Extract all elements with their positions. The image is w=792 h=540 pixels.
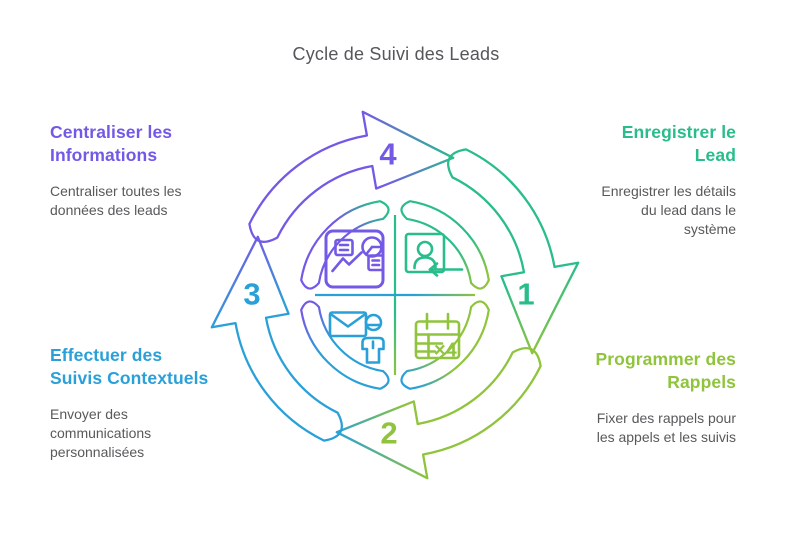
communication-icon xyxy=(328,311,385,364)
step-number-2: 2 xyxy=(380,415,398,451)
diagram-title: Cycle de Suivi des Leads xyxy=(292,44,500,64)
cycle-arrow-segment-2 xyxy=(335,347,542,480)
step-description-1: Enregistrer les détails du lead dans le … xyxy=(601,182,736,238)
inner-ring-segment-3 xyxy=(300,300,390,390)
dashboard-report-icon xyxy=(324,229,385,289)
step-block-1: Enregistrer le Lead Enregistrer les déta… xyxy=(586,121,736,239)
step-heading-3: Effectuer des Suivis Contextuels xyxy=(50,345,209,388)
cycle-diagram: ×4 xyxy=(210,110,580,480)
register-lead-icon xyxy=(404,232,464,277)
step-number-4: 4 xyxy=(379,136,397,172)
cycle-arrow-segment-1 xyxy=(447,148,580,355)
cycle-arrow-segment-4 xyxy=(248,110,455,243)
step-heading-2: Programmer des Rappels xyxy=(595,349,736,392)
step-description-3: Envoyer des communications personnalisée… xyxy=(50,405,152,461)
step-block-4: Centraliser les Informations Centraliser… xyxy=(50,121,208,220)
step-heading-4: Centraliser les Informations xyxy=(50,122,173,165)
cycle-ring xyxy=(210,110,580,480)
center-icons: ×4 xyxy=(324,229,464,364)
step-number-1: 1 xyxy=(517,276,535,312)
inner-ring-segment-2 xyxy=(400,300,490,390)
inner-ring-segment-4 xyxy=(300,200,390,290)
step-block-2: Programmer des Rappels Fixer des rappels… xyxy=(584,348,737,447)
schedule-x4-icon: ×4 xyxy=(414,312,461,362)
cycle-arrow-segment-3 xyxy=(210,235,343,442)
step-heading-1: Enregistrer le Lead xyxy=(621,122,736,165)
step-block-3: Effectuer des Suivis Contextuels Envoyer… xyxy=(50,344,214,462)
inner-ring-segment-1 xyxy=(400,200,490,290)
step-number-3: 3 xyxy=(243,276,261,312)
step-description-2: Fixer des rappels pour les appels et les… xyxy=(596,409,736,445)
step-description-4: Centraliser toutes les données des leads xyxy=(50,182,182,218)
x4-label: ×4 xyxy=(434,340,458,362)
